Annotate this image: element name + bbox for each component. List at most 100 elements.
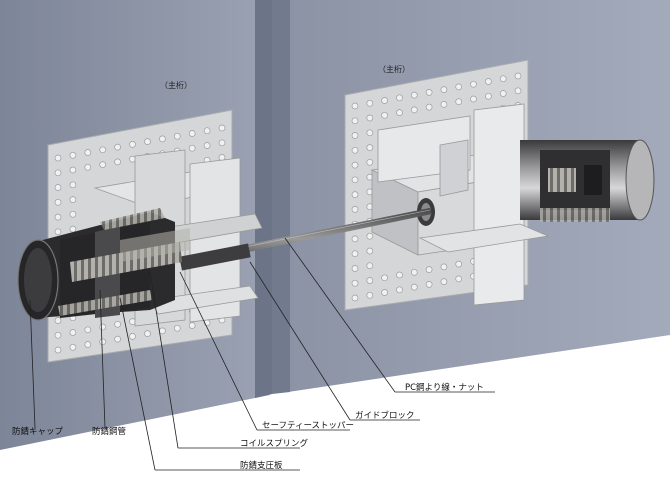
bolt-icon bbox=[69, 210, 77, 218]
bolt-icon bbox=[351, 102, 359, 110]
bolt-icon bbox=[425, 281, 433, 288]
bolt-icon bbox=[188, 322, 196, 329]
bolt-icon bbox=[514, 87, 522, 95]
bolt-icon bbox=[351, 191, 359, 198]
bolt-icon bbox=[440, 86, 448, 93]
bolt-icon bbox=[425, 89, 433, 96]
bolt-icon bbox=[173, 132, 181, 140]
bolt-icon bbox=[366, 158, 374, 166]
bolt-icon bbox=[396, 286, 403, 294]
bolt-icon bbox=[351, 235, 359, 243]
bolt-icon bbox=[440, 101, 448, 108]
bolt-icon bbox=[54, 317, 62, 324]
bolt-icon bbox=[114, 320, 121, 328]
callout-safety-stopper: セーフティーストッパー bbox=[262, 421, 354, 431]
bolt-icon bbox=[455, 260, 463, 268]
bolt-icon bbox=[351, 294, 359, 302]
bolt-icon bbox=[54, 154, 62, 162]
bolt-icon bbox=[144, 330, 151, 337]
bolt-icon bbox=[54, 169, 62, 177]
bolt-icon bbox=[440, 263, 448, 271]
bolt-icon bbox=[366, 144, 374, 151]
bolt-icon bbox=[54, 331, 62, 339]
bolt-icon bbox=[188, 144, 196, 152]
bolt-icon bbox=[470, 80, 477, 88]
bolt-icon bbox=[144, 138, 151, 145]
bolt-icon bbox=[425, 103, 433, 111]
bolt-icon bbox=[69, 329, 77, 336]
bolt-icon bbox=[173, 324, 181, 332]
bolt-icon bbox=[54, 228, 62, 236]
bolt-icon bbox=[84, 149, 92, 156]
bolt-icon bbox=[351, 161, 359, 169]
bolt-icon bbox=[425, 266, 433, 273]
bolt-icon bbox=[410, 91, 418, 99]
callout-anticorrosion-cap: 防錆キャップ bbox=[12, 426, 64, 437]
bolt-icon bbox=[69, 196, 77, 203]
bolt-icon bbox=[99, 161, 107, 168]
bolt-icon bbox=[54, 213, 62, 221]
bolt-icon bbox=[159, 135, 166, 143]
bolt-icon bbox=[381, 97, 388, 104]
bolt-icon bbox=[455, 98, 463, 106]
bolt-icon bbox=[485, 78, 492, 85]
bolt-icon bbox=[159, 327, 166, 335]
bolt-icon bbox=[351, 279, 359, 287]
bolt-icon bbox=[410, 268, 418, 276]
bolt-icon bbox=[470, 95, 477, 103]
right-cylinder bbox=[520, 139, 655, 222]
bolt-icon bbox=[218, 139, 226, 147]
bolt-icon bbox=[54, 198, 62, 206]
left-cylinder bbox=[17, 208, 190, 321]
bolt-icon bbox=[203, 142, 211, 149]
left-bracket-assembly bbox=[93, 149, 263, 327]
bolt-icon bbox=[366, 262, 374, 270]
bolt-icon bbox=[514, 72, 522, 80]
bolt-icon bbox=[54, 184, 62, 191]
leader-lines bbox=[29, 237, 495, 471]
bolt-icon bbox=[99, 323, 107, 331]
right-bracket-assembly bbox=[370, 103, 550, 306]
bolt-icon bbox=[129, 333, 136, 340]
bolt-icon bbox=[84, 326, 92, 334]
bolt-icon bbox=[366, 99, 374, 107]
callout-coil-spring: コイルスプリング bbox=[240, 438, 309, 449]
bolt-icon bbox=[129, 141, 136, 148]
bolt-icon bbox=[84, 341, 92, 348]
bolt-icon bbox=[366, 129, 374, 137]
bolt-icon bbox=[366, 291, 374, 299]
bolt-icon bbox=[69, 151, 77, 159]
bolt-icon bbox=[69, 225, 77, 233]
bolt-icon bbox=[351, 117, 359, 125]
bolt-icon bbox=[99, 338, 107, 346]
bolt-icon bbox=[351, 250, 359, 258]
bolt-icon bbox=[499, 75, 507, 83]
bolt-icon bbox=[410, 106, 418, 114]
bolt-icon bbox=[351, 176, 359, 184]
bolt-icon bbox=[218, 124, 226, 132]
bolt-icon bbox=[485, 92, 492, 100]
bolt-icon bbox=[366, 247, 374, 255]
bolt-icon bbox=[396, 271, 403, 279]
bolt-icon bbox=[114, 158, 121, 166]
bolt-icon bbox=[351, 206, 359, 213]
bolt-icon bbox=[366, 232, 374, 240]
callout-anticorrosion-plate: 防錆支圧板 bbox=[240, 460, 283, 471]
bolt-icon bbox=[99, 146, 107, 154]
bolt-icon bbox=[440, 278, 448, 285]
bolt-icon bbox=[69, 181, 77, 189]
callout-pc-strand-nut: PC鋼より線・ナット bbox=[405, 382, 484, 393]
bolt-icon bbox=[455, 275, 463, 283]
bolt-icon bbox=[396, 94, 403, 102]
bolt-icon bbox=[69, 343, 77, 351]
callout-anticorrosion-tube: 防錆鋼管 bbox=[92, 426, 126, 437]
callout-guide-block: ガイドブロック bbox=[355, 410, 415, 421]
bolt-icon bbox=[351, 146, 359, 154]
bolt-icon bbox=[188, 130, 196, 137]
bolt-icon bbox=[351, 265, 359, 272]
bolt-icon bbox=[396, 109, 403, 116]
bolt-icon bbox=[455, 83, 463, 91]
bolt-icon bbox=[410, 283, 418, 291]
bolt-icon bbox=[381, 274, 388, 282]
